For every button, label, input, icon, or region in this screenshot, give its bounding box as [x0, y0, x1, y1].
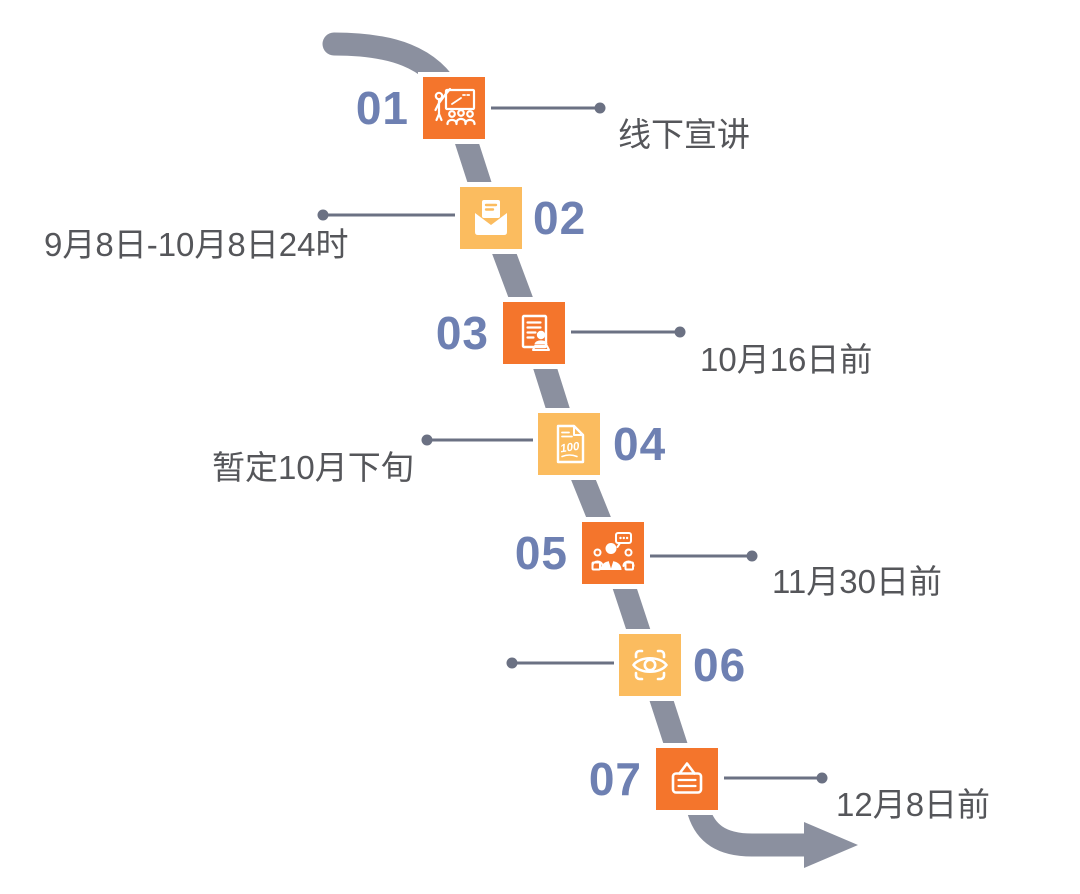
hanging-board-icon	[671, 762, 703, 794]
interview-people-icon	[591, 532, 635, 571]
step-number: 04	[613, 418, 667, 470]
step-number: 02	[533, 192, 587, 244]
connector-dot	[816, 772, 828, 784]
step-label: 11月30日前	[772, 563, 942, 600]
step-icon-box	[455, 182, 527, 254]
connector-dot	[421, 434, 433, 446]
connector-dot	[317, 209, 329, 221]
step-icon-box	[498, 297, 570, 369]
connector-dot	[674, 326, 686, 338]
step-icon-box	[418, 72, 490, 144]
step-label: 线下宣讲	[618, 116, 750, 153]
step-icon-box: 100	[533, 408, 605, 480]
step-number: 01	[355, 82, 409, 134]
svg-text:100: 100	[560, 441, 581, 456]
step-icon-box	[577, 517, 649, 589]
flow-arrow-icon	[804, 822, 858, 868]
connector-dot	[594, 102, 606, 114]
flow-path	[322, 32, 818, 857]
step-label: 10月16日前	[700, 341, 873, 378]
step-number: 03	[435, 307, 489, 359]
step-number: 07	[588, 753, 642, 805]
resume-document-icon	[521, 314, 550, 351]
mail-envelope-icon	[475, 200, 507, 235]
presentation-icon	[434, 87, 476, 126]
step-number: 06	[693, 639, 747, 691]
step-number: 05	[514, 527, 568, 579]
eye-scan-icon	[632, 649, 668, 681]
connector-dot	[746, 550, 758, 562]
step-label: 9月8日-10月8日24时	[44, 226, 349, 263]
score-100-icon: 100	[556, 424, 585, 464]
step-label: 暂定10月下旬	[212, 449, 414, 486]
step-icon-box	[614, 629, 686, 701]
connector-dot	[506, 657, 518, 669]
step-label: 12月8日前	[836, 786, 991, 823]
step-icon-box	[651, 743, 723, 815]
